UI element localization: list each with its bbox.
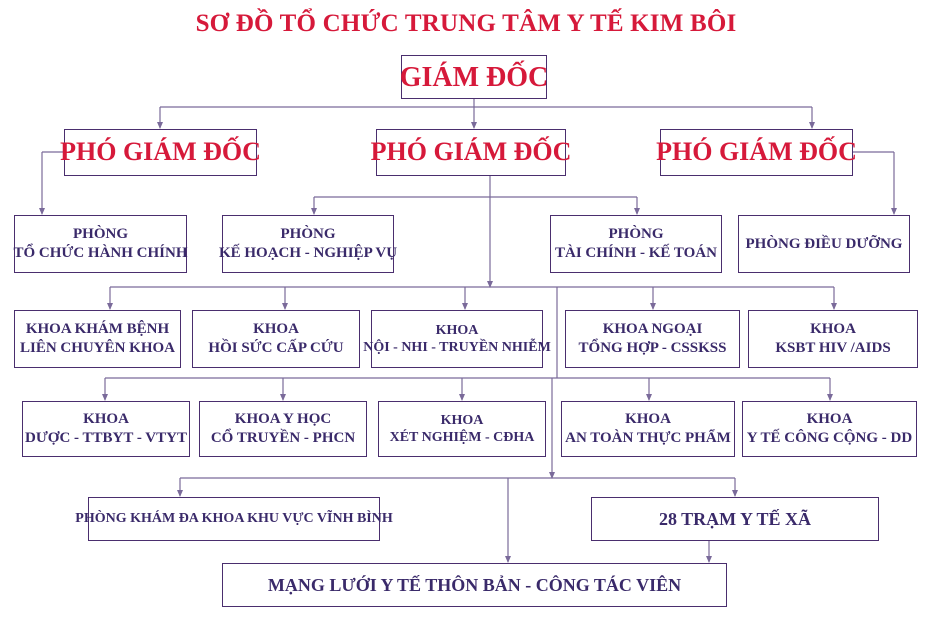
deputy-director-label: PHÓ GIÁM ĐỐC xyxy=(370,137,572,167)
deputy-director-label: PHÓ GIÁM ĐỐC xyxy=(60,137,261,167)
director-box: GIÁM ĐỐC xyxy=(399,55,549,99)
dept-line: DƯỢC - TTBYT - VTYT xyxy=(25,430,187,446)
dept-line: KHOA xyxy=(440,412,484,428)
dept-line: KHOA NGOẠI xyxy=(602,321,703,338)
office-box-planning: PHÒNG KẾ HOẠCH - NGHIỆP VỤ xyxy=(218,215,398,273)
dept-line: KSBT HIV /AIDS xyxy=(775,340,891,356)
dept-box-laboratory: KHOA XÉT NGHIỆM - CĐHA xyxy=(378,401,546,457)
chart-title: SƠ ĐỒ TỔ CHỨC TRUNG TÂM Y TẾ KIM BÔI xyxy=(195,10,737,37)
dept-line: HỒI SỨC CẤP CỨU xyxy=(208,340,344,356)
dept-line: AN TOÀN THỰC PHẨM xyxy=(565,430,731,446)
dept-line: KHOA xyxy=(83,411,129,428)
office-line: KẾ HOẠCH - NGHIỆP VỤ xyxy=(218,245,398,261)
office-line: TÀI CHÍNH - KẾ TOÁN xyxy=(555,245,717,261)
dept-line: KHOA KHÁM BỆNH xyxy=(25,321,170,338)
dept-box-emergency: KHOA HỒI SỨC CẤP CỨU xyxy=(192,310,360,368)
village-network-label: MẠNG LƯỚI Y TẾ THÔN BẢN - CÔNG TÁC VIÊN xyxy=(267,574,682,595)
office-line: PHÒNG ĐIỀU DƯỠNG xyxy=(745,235,903,252)
regional-clinic-box: PHÒNG KHÁM ĐA KHOA KHU VỰC VĨNH BÌNH xyxy=(75,497,393,541)
office-line: PHÒNG xyxy=(280,226,336,243)
office-line: TỔ CHỨC HÀNH CHÍNH xyxy=(13,245,188,261)
dept-line: KHOA xyxy=(810,321,856,338)
dept-line: XÉT NGHIỆM - CĐHA xyxy=(389,430,535,445)
dept-box-surgery: KHOA NGOẠI TỔNG HỢP - CSSKSS xyxy=(565,310,740,368)
office-line: PHÒNG xyxy=(608,226,664,243)
dept-line: TỔNG HỢP - CSSKSS xyxy=(578,340,727,356)
dept-box-examination: KHOA KHÁM BỆNH LIÊN CHUYÊN KHOA xyxy=(14,310,181,368)
director-label: GIÁM ĐỐC xyxy=(399,61,549,93)
dept-line: KHOA xyxy=(435,322,479,338)
dept-box-hiv: KHOA KSBT HIV /AIDS xyxy=(748,310,918,368)
deputy-director-box-2: PHÓ GIÁM ĐỐC xyxy=(371,129,571,176)
dept-line: KHOA xyxy=(625,411,671,428)
dept-line: KHOA Y HỌC xyxy=(234,411,332,428)
dept-box-traditional: KHOA Y HỌC CỔ TRUYỀN - PHCN xyxy=(199,401,367,457)
deputy-director-box-3: PHÓ GIÁM ĐỐC xyxy=(656,129,857,176)
deputy-director-box-1: PHÓ GIÁM ĐỐC xyxy=(60,129,261,176)
regional-clinic-label: PHÒNG KHÁM ĐA KHOA KHU VỰC VĨNH BÌNH xyxy=(75,511,393,527)
dept-line: NỘI - NHI - TRUYỀN NHIỄM xyxy=(363,340,551,355)
dept-box-internal: KHOA NỘI - NHI - TRUYỀN NHIỄM xyxy=(363,310,551,368)
deputy-director-label: PHÓ GIÁM ĐỐC xyxy=(656,137,857,167)
dept-line: KHOA xyxy=(253,321,299,338)
dept-box-food-safety: KHOA AN TOÀN THỰC PHẨM xyxy=(561,401,735,457)
village-network-box: MẠNG LƯỚI Y TẾ THÔN BẢN - CÔNG TÁC VIÊN xyxy=(222,563,727,607)
office-box-admin: PHÒNG TỔ CHỨC HÀNH CHÍNH xyxy=(13,215,188,273)
commune-stations-label: 28 TRẠM Y TẾ XÃ xyxy=(658,508,811,529)
dept-line: KHOA xyxy=(806,411,853,428)
dept-line: CỔ TRUYỀN - PHCN xyxy=(210,430,356,446)
dept-box-pharmacy: KHOA DƯỢC - TTBYT - VTYT xyxy=(22,401,190,457)
dept-line: Y TẾ CÔNG CỘNG - DD xyxy=(746,430,913,446)
commune-stations-box: 28 TRẠM Y TẾ XÃ xyxy=(591,497,879,541)
dept-box-public-health: KHOA Y TẾ CÔNG CỘNG - DD xyxy=(742,401,917,457)
office-line: PHÒNG xyxy=(73,226,128,243)
office-box-nursing: PHÒNG ĐIỀU DƯỠNG xyxy=(738,215,910,273)
office-box-finance: PHÒNG TÀI CHÍNH - KẾ TOÁN xyxy=(550,215,722,273)
dept-line: LIÊN CHUYÊN KHOA xyxy=(19,340,176,356)
